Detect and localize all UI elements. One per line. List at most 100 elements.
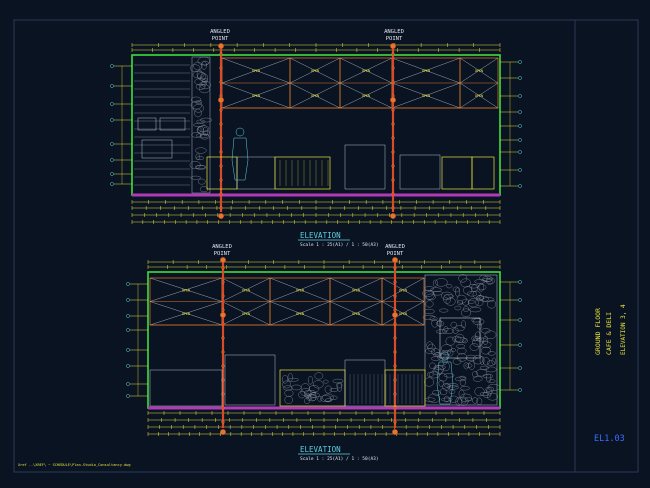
bottom-door-panel [439,317,481,359]
stone-shape [422,314,435,320]
open-label: OPEN [362,69,370,73]
stone-shape [479,356,485,365]
counter-unit [384,369,426,407]
post-node [392,257,398,263]
stone-shape [486,360,495,366]
stone-shape [478,282,485,292]
post-joint [391,94,395,98]
stone-shape [308,385,320,393]
stone-shape [480,341,492,348]
stone-shape [284,395,293,404]
stone-shape [424,286,434,291]
xref-path: Xref ..\XREF\ ~ SCHEDULE\Plan-Studio_Con… [18,463,131,467]
cross-brace [289,82,341,109]
post-joint [221,406,225,410]
post-joint [221,420,225,424]
stone-shape [486,279,494,285]
sheet-number: EL1.03 [594,434,625,444]
stone-shape [199,133,209,139]
top-angled-posts [218,43,396,219]
post-joint [393,280,397,284]
stone-shape [441,350,451,356]
cross-brace [339,82,393,109]
stone-shape [195,133,203,138]
stone-shape [329,395,338,400]
level-marker [110,84,114,88]
post-joint [391,164,395,168]
stone-shape [195,83,206,90]
stone-shape [437,319,443,327]
post-joint [219,136,223,140]
stone-shape [324,385,332,394]
stone-shape [202,126,209,137]
stone-shape [200,134,210,140]
top-elevation-scale: Scale 1 : 25(A1) / 1 : 50(A3) [300,242,379,248]
stone-shape [197,178,206,185]
cross-brace [339,57,393,84]
stone-shape [431,319,439,328]
stone-shape [193,61,203,71]
post-joint [391,136,395,140]
stone-shape [456,347,467,355]
stone-shape [426,341,433,349]
stone-shape [450,321,457,328]
level-marker [518,76,522,80]
stone-shape [439,308,449,313]
post-joint [219,94,223,98]
cross-brace [391,57,461,84]
open-label: OPEN [182,288,190,292]
open-label: OPEN [362,94,370,98]
top-angled-point-left-line2: POINT [212,36,229,42]
stone-shape [300,383,310,393]
stone-shape [287,373,293,382]
level-marker [518,168,522,172]
post-node [220,429,226,435]
stone-shape [461,308,472,318]
level-marker [518,184,522,188]
stone-shape [484,330,497,339]
stone-shape [452,327,459,334]
stone-shape [477,322,482,330]
post-node [390,43,396,49]
figure-head [440,351,450,361]
shelf-item [141,139,173,159]
stone-shape [195,165,207,170]
stone-shape [482,275,493,282]
stone-shape [441,291,453,301]
stone-shape [201,81,207,87]
stone-shape [308,394,317,402]
open-label: OPEN [296,288,304,292]
post-joint [393,392,397,396]
level-marker [518,366,522,370]
stone-shape [190,100,203,110]
top-stone-pattern [189,56,212,193]
top-human-figure [231,127,249,181]
post-joint [393,336,397,340]
open-label: OPEN [422,69,430,73]
bottom-dimension-lines [147,260,501,436]
post-joint [393,322,397,326]
post-joint [219,206,223,210]
stone-shape [485,386,495,392]
stone-shape [317,396,323,402]
level-marker [110,182,114,186]
stone-shape [463,306,469,312]
stone-shape [430,287,442,292]
stone-shape [487,383,500,391]
level-marker [110,142,114,146]
open-label: OPEN [311,69,319,73]
cross-brace [289,57,341,84]
open-label: OPEN [399,288,407,292]
stone-shape [442,328,455,334]
post-joint [391,150,395,154]
stone-shape [457,300,463,306]
open-label: OPEN [242,312,250,316]
cross-brace [149,301,223,326]
stone-shape [201,60,209,66]
stone-shape [336,383,342,392]
stone-shape [312,380,324,389]
stone-shape [461,338,468,344]
stone-shape [479,392,489,396]
stone-shape [472,354,484,365]
